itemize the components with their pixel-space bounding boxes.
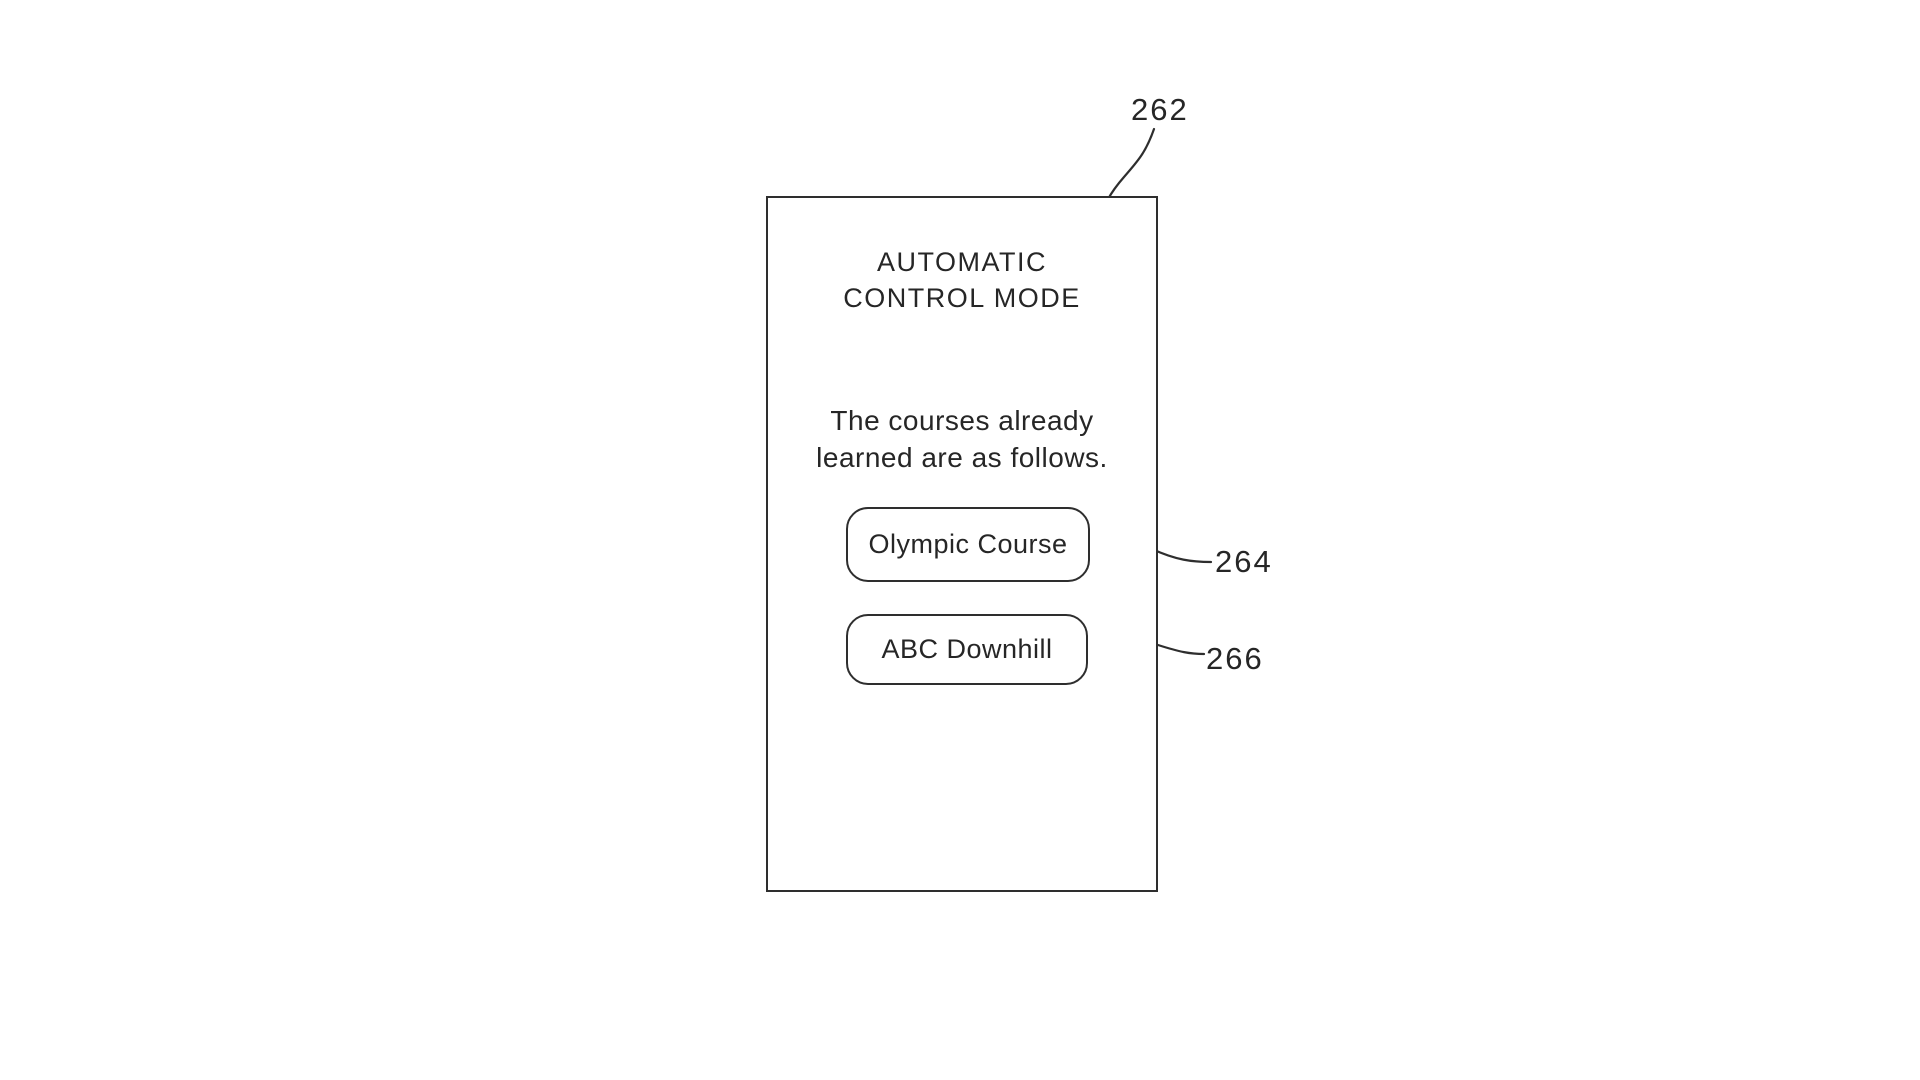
screen-description-line2: learned are as follows. — [816, 442, 1108, 473]
screen-outline: AUTOMATIC CONTROL MODE The courses alrea… — [766, 196, 1158, 892]
screen-title: AUTOMATIC CONTROL MODE — [768, 244, 1156, 316]
olympic-course-button[interactable]: Olympic Course — [846, 507, 1090, 582]
screen-description: The courses already learned are as follo… — [768, 402, 1156, 476]
ref-label-olympic-course: 264 — [1215, 544, 1273, 579]
screen-title-line2: CONTROL MODE — [843, 283, 1081, 313]
abc-downhill-button[interactable]: ABC Downhill — [846, 614, 1088, 685]
screen-title-line1: AUTOMATIC — [876, 247, 1047, 277]
ref-label-screen: 262 — [1131, 92, 1189, 127]
ref-label-abc-downhill: 266 — [1206, 641, 1264, 676]
screen-description-line1: The courses already — [830, 405, 1094, 436]
